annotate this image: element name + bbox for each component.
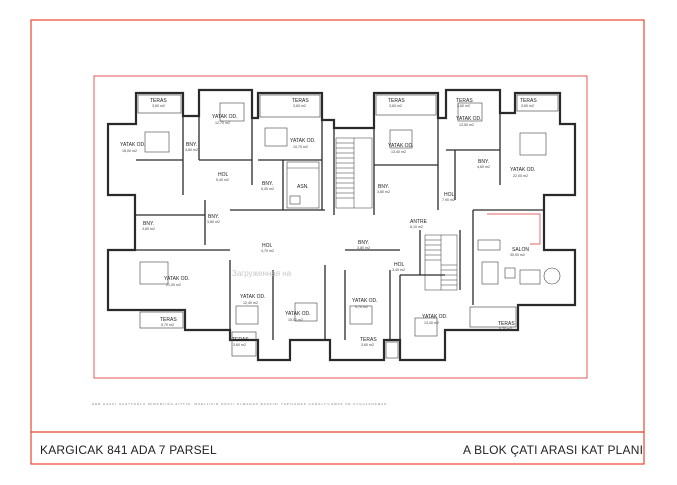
parcel-title: KARGICAK 841 ADA 7 PARSEL bbox=[40, 443, 217, 457]
room-area: 3,60 m2 bbox=[233, 343, 246, 347]
room-area: 4,70 m2 bbox=[261, 249, 274, 253]
room-label: TERAS bbox=[520, 98, 537, 104]
room-label: TERAS bbox=[292, 98, 309, 104]
room-area: 5,40 m2 bbox=[216, 178, 229, 182]
room-label: ASN. bbox=[297, 184, 309, 190]
room-label: HOL bbox=[218, 172, 229, 178]
room-label: YATAK OD. bbox=[422, 314, 448, 320]
room-area: 3,60 m2 bbox=[389, 104, 402, 108]
room-label: YATAK OD. bbox=[352, 298, 378, 304]
copyright-notice: HER HAKKI HAS?TOĞLU MİMARLIĞA AİTTİR. MÜ… bbox=[92, 402, 389, 406]
room-area: 4,60 m2 bbox=[477, 165, 490, 169]
room-label: YATAK OD. bbox=[285, 311, 311, 317]
room-area: 5,40 m2 bbox=[261, 187, 274, 191]
room-label: TERAS bbox=[150, 98, 167, 104]
room-area: 4,60 m2 bbox=[185, 148, 198, 152]
room-area: 5,70 m2 bbox=[499, 327, 512, 331]
room-label: YATAK OD. bbox=[164, 276, 190, 282]
room-area: 3,80 m2 bbox=[142, 227, 155, 231]
room-label: TERAS bbox=[498, 321, 515, 327]
interior-walls bbox=[135, 113, 544, 340]
room-area: 21,00 m2 bbox=[166, 283, 181, 287]
room-label: TERAS bbox=[232, 337, 249, 343]
room-label: BNY. bbox=[262, 181, 273, 187]
room-label: YATAK OD. bbox=[240, 294, 266, 300]
terrace-railings bbox=[137, 94, 559, 359]
room-area: 13,50 m2 bbox=[459, 123, 474, 127]
plan-title: A BLOK ÇATI ARASI KAT PLANI bbox=[463, 443, 644, 457]
room-area: 3,60 m2 bbox=[457, 104, 470, 108]
room-label: TERAS bbox=[160, 317, 177, 323]
room-area: 16,00 m2 bbox=[122, 149, 137, 153]
kitchen-counter bbox=[286, 161, 320, 209]
room-label: YATAK OD. bbox=[290, 138, 316, 144]
room-label: HOL bbox=[444, 192, 455, 198]
room-label: BNY. bbox=[358, 240, 369, 246]
room-label: TERAS bbox=[456, 98, 473, 104]
room-area: 6,10 m2 bbox=[410, 225, 423, 229]
exterior-wall bbox=[106, 88, 577, 362]
salon-furniture bbox=[477, 239, 561, 285]
room-area: 13,40 m2 bbox=[391, 150, 406, 154]
room-labels: TERAS 3,60 m2 YATAK OD. 16,00 m2 YATAK O… bbox=[120, 98, 537, 347]
room-area: 3,80 m2 bbox=[207, 220, 220, 224]
building-walls bbox=[106, 88, 577, 362]
room-label: YATAK OD. bbox=[388, 143, 414, 149]
room-area: 12,40 m2 bbox=[243, 301, 258, 305]
room-area: 10,70 m2 bbox=[293, 145, 308, 149]
staircase-lower bbox=[424, 234, 458, 291]
room-area: 3,60 m2 bbox=[293, 104, 306, 108]
room-area: 3,80 m2 bbox=[357, 246, 370, 250]
plot-boundary bbox=[93, 75, 588, 379]
room-area: 7,90 m2 bbox=[442, 198, 455, 202]
room-label: YATAK OD. bbox=[456, 116, 482, 122]
room-label: BNY. bbox=[208, 214, 219, 220]
service-line bbox=[487, 213, 541, 245]
room-area: 30,00 m2 bbox=[510, 253, 525, 257]
sheet-frame bbox=[30, 19, 645, 465]
room-area: 22,00 m2 bbox=[513, 174, 528, 178]
room-label: TERAS bbox=[388, 98, 405, 104]
room-area: 3,60 m2 bbox=[521, 104, 534, 108]
watermark-text: Загруженная на bbox=[232, 269, 292, 278]
room-area: 15,00 m2 bbox=[288, 318, 303, 322]
staircase-upper bbox=[335, 137, 373, 209]
room-label: BNY. bbox=[378, 184, 389, 190]
room-area: 3,80 m2 bbox=[377, 190, 390, 194]
room-label: TERAS bbox=[360, 337, 377, 343]
room-label: YATAK OD. bbox=[212, 114, 238, 120]
room-label: SALON bbox=[512, 247, 529, 253]
room-area: 13,40 m2 bbox=[424, 321, 439, 325]
room-label: HOL bbox=[262, 243, 273, 249]
room-label: ANTRE bbox=[410, 219, 428, 225]
room-label: BNY. bbox=[478, 159, 489, 165]
room-label: BNY. bbox=[186, 142, 197, 148]
room-label: YATAK OD. bbox=[120, 142, 146, 148]
room-label: YATAK OD. bbox=[510, 167, 536, 173]
room-area: 3,40 m2 bbox=[392, 268, 405, 272]
beds bbox=[139, 102, 547, 337]
room-area: 12,70 m2 bbox=[215, 121, 230, 125]
room-label: BNY. bbox=[143, 221, 154, 227]
room-label: HOL bbox=[394, 262, 405, 268]
room-area: 3,60 m2 bbox=[361, 343, 374, 347]
room-area: 3,60 m2 bbox=[152, 104, 165, 108]
room-area: 9,70 m2 bbox=[355, 305, 368, 309]
room-area: 5,70 m2 bbox=[161, 323, 174, 327]
